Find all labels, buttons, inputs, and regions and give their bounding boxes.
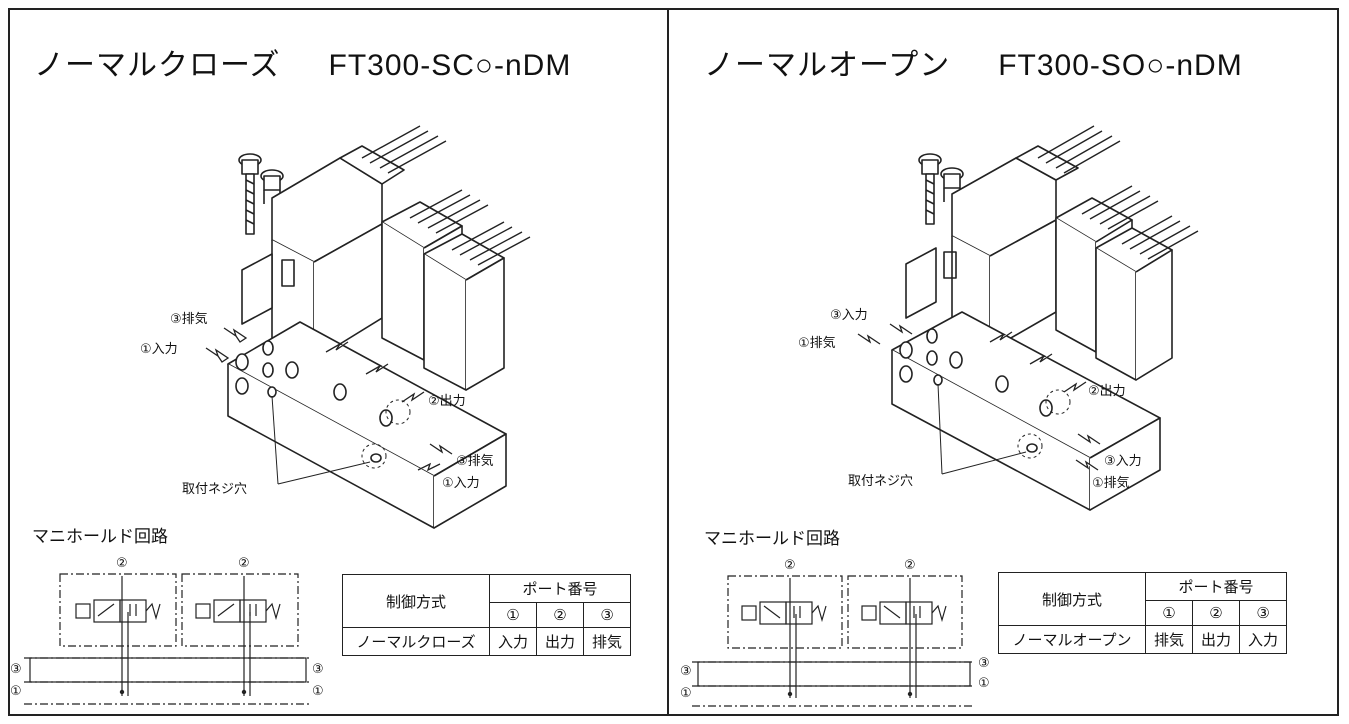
circuit-port-label: ② [784,558,796,573]
table-cell: 出力 [536,627,585,656]
circuit-port-label: ③ [978,656,990,671]
table-header-port: ポート番号 [1144,572,1288,601]
panel-title: ノーマルオープン FT300-SO○-nDM [704,40,1243,84]
circuit-title: マニホールド回路 [704,529,840,549]
flow-arrow-icon [989,331,1013,343]
table-cell: 入力 [488,627,538,656]
flow-arrow-icon [1029,353,1053,365]
table-cell: 排気 [1144,625,1194,654]
table-cell: 排気 [583,627,632,656]
panel-normally-open: ノーマルオープン FT300-SO○-nDM [680,8,1338,716]
panel-divider [667,8,669,716]
model-number: FT300-SC○-nDM [328,49,572,82]
title-text: ノーマルオープン [704,48,951,83]
table-row-label: ノーマルクローズ [342,627,490,656]
circuit-port-label: ② [116,556,128,571]
circuit-port-label: ② [238,556,250,571]
table-header-method: 制御方式 [342,574,490,628]
table-cell: 出力 [1192,625,1241,654]
mount-bolt-icon [238,153,262,235]
flow-arrow-icon [1075,459,1099,471]
flow-arrow-icon [1077,433,1101,445]
flow-arrow-icon [401,391,425,403]
valve-isometric-drawing [24,125,531,705]
circuit-port-label: ③ [312,662,324,677]
manifold-circuit-diagram [692,575,974,707]
table-port-number: ② [1192,600,1241,626]
panel-normally-closed: ノーマルクローズ FT300-SC○-nDM [10,8,668,716]
callout-port: ③排気 [456,454,494,469]
callout-mount-hole: 取付ネジ穴 [848,474,914,489]
port-number-table: 制御方式 ポート番号 ① ② ③ ノーマルオープン 排気 出力 入力 [998,572,1288,654]
drawing-sheet [8,8,1339,716]
flow-arrow-icon [223,327,248,343]
callout-port: ③入力 [830,308,868,323]
flow-arrow-icon [1063,381,1087,393]
flow-arrow-icon [417,462,441,472]
table-port-number: ① [488,602,538,628]
port-number-table: 制御方式 ポート番号 ① ② ③ ノーマルクローズ 入力 出力 排気 [342,574,632,656]
table-port-number: ③ [583,602,632,628]
table-header-port: ポート番号 [488,574,632,603]
callout-port: ①入力 [442,476,480,491]
table-port-number: ① [1144,600,1194,626]
callout-port: ①排気 [798,336,836,351]
callout-port: ①入力 [140,342,178,357]
circuit-port-label: ① [978,676,990,691]
callout-port: ②出力 [1088,384,1126,399]
panel-title: ノーマルクローズ FT300-SC○-nDM [34,40,571,84]
circuit-port-label: ② [904,558,916,573]
circuit-port-label: ① [680,686,692,701]
callout-port: ②出力 [428,394,466,409]
callout-port: ③排気 [170,312,208,327]
circuit-port-label: ① [10,684,22,699]
circuit-port-label: ① [312,684,324,699]
callout-mount-hole: 取付ネジ穴 [182,482,248,497]
flow-arrow-icon [889,323,913,335]
manifold-circuit-diagram [24,573,310,705]
mount-bolt-icon [940,167,964,202]
callout-port: ③入力 [1104,454,1142,469]
model-number: FT300-SO○-nDM [998,49,1243,82]
flow-arrow-icon [205,347,230,363]
table-cell: 入力 [1239,625,1288,654]
table-port-number: ③ [1239,600,1288,626]
table-header-method: 制御方式 [998,572,1146,626]
flow-arrow-icon [857,333,881,345]
table-port-number: ② [536,602,585,628]
mount-bolt-icon [918,153,942,225]
flow-arrow-icon [429,443,453,455]
valve-isometric-drawing [692,125,1199,707]
flow-arrow-icon [325,341,349,353]
title-text: ノーマルクローズ [34,48,281,83]
circuit-port-label: ③ [680,664,692,679]
circuit-port-label: ③ [10,662,22,677]
circuit-title: マニホールド回路 [32,527,168,547]
table-row-label: ノーマルオープン [998,625,1146,654]
callout-port: ①排気 [1092,476,1130,491]
flow-arrow-icon [365,363,389,375]
